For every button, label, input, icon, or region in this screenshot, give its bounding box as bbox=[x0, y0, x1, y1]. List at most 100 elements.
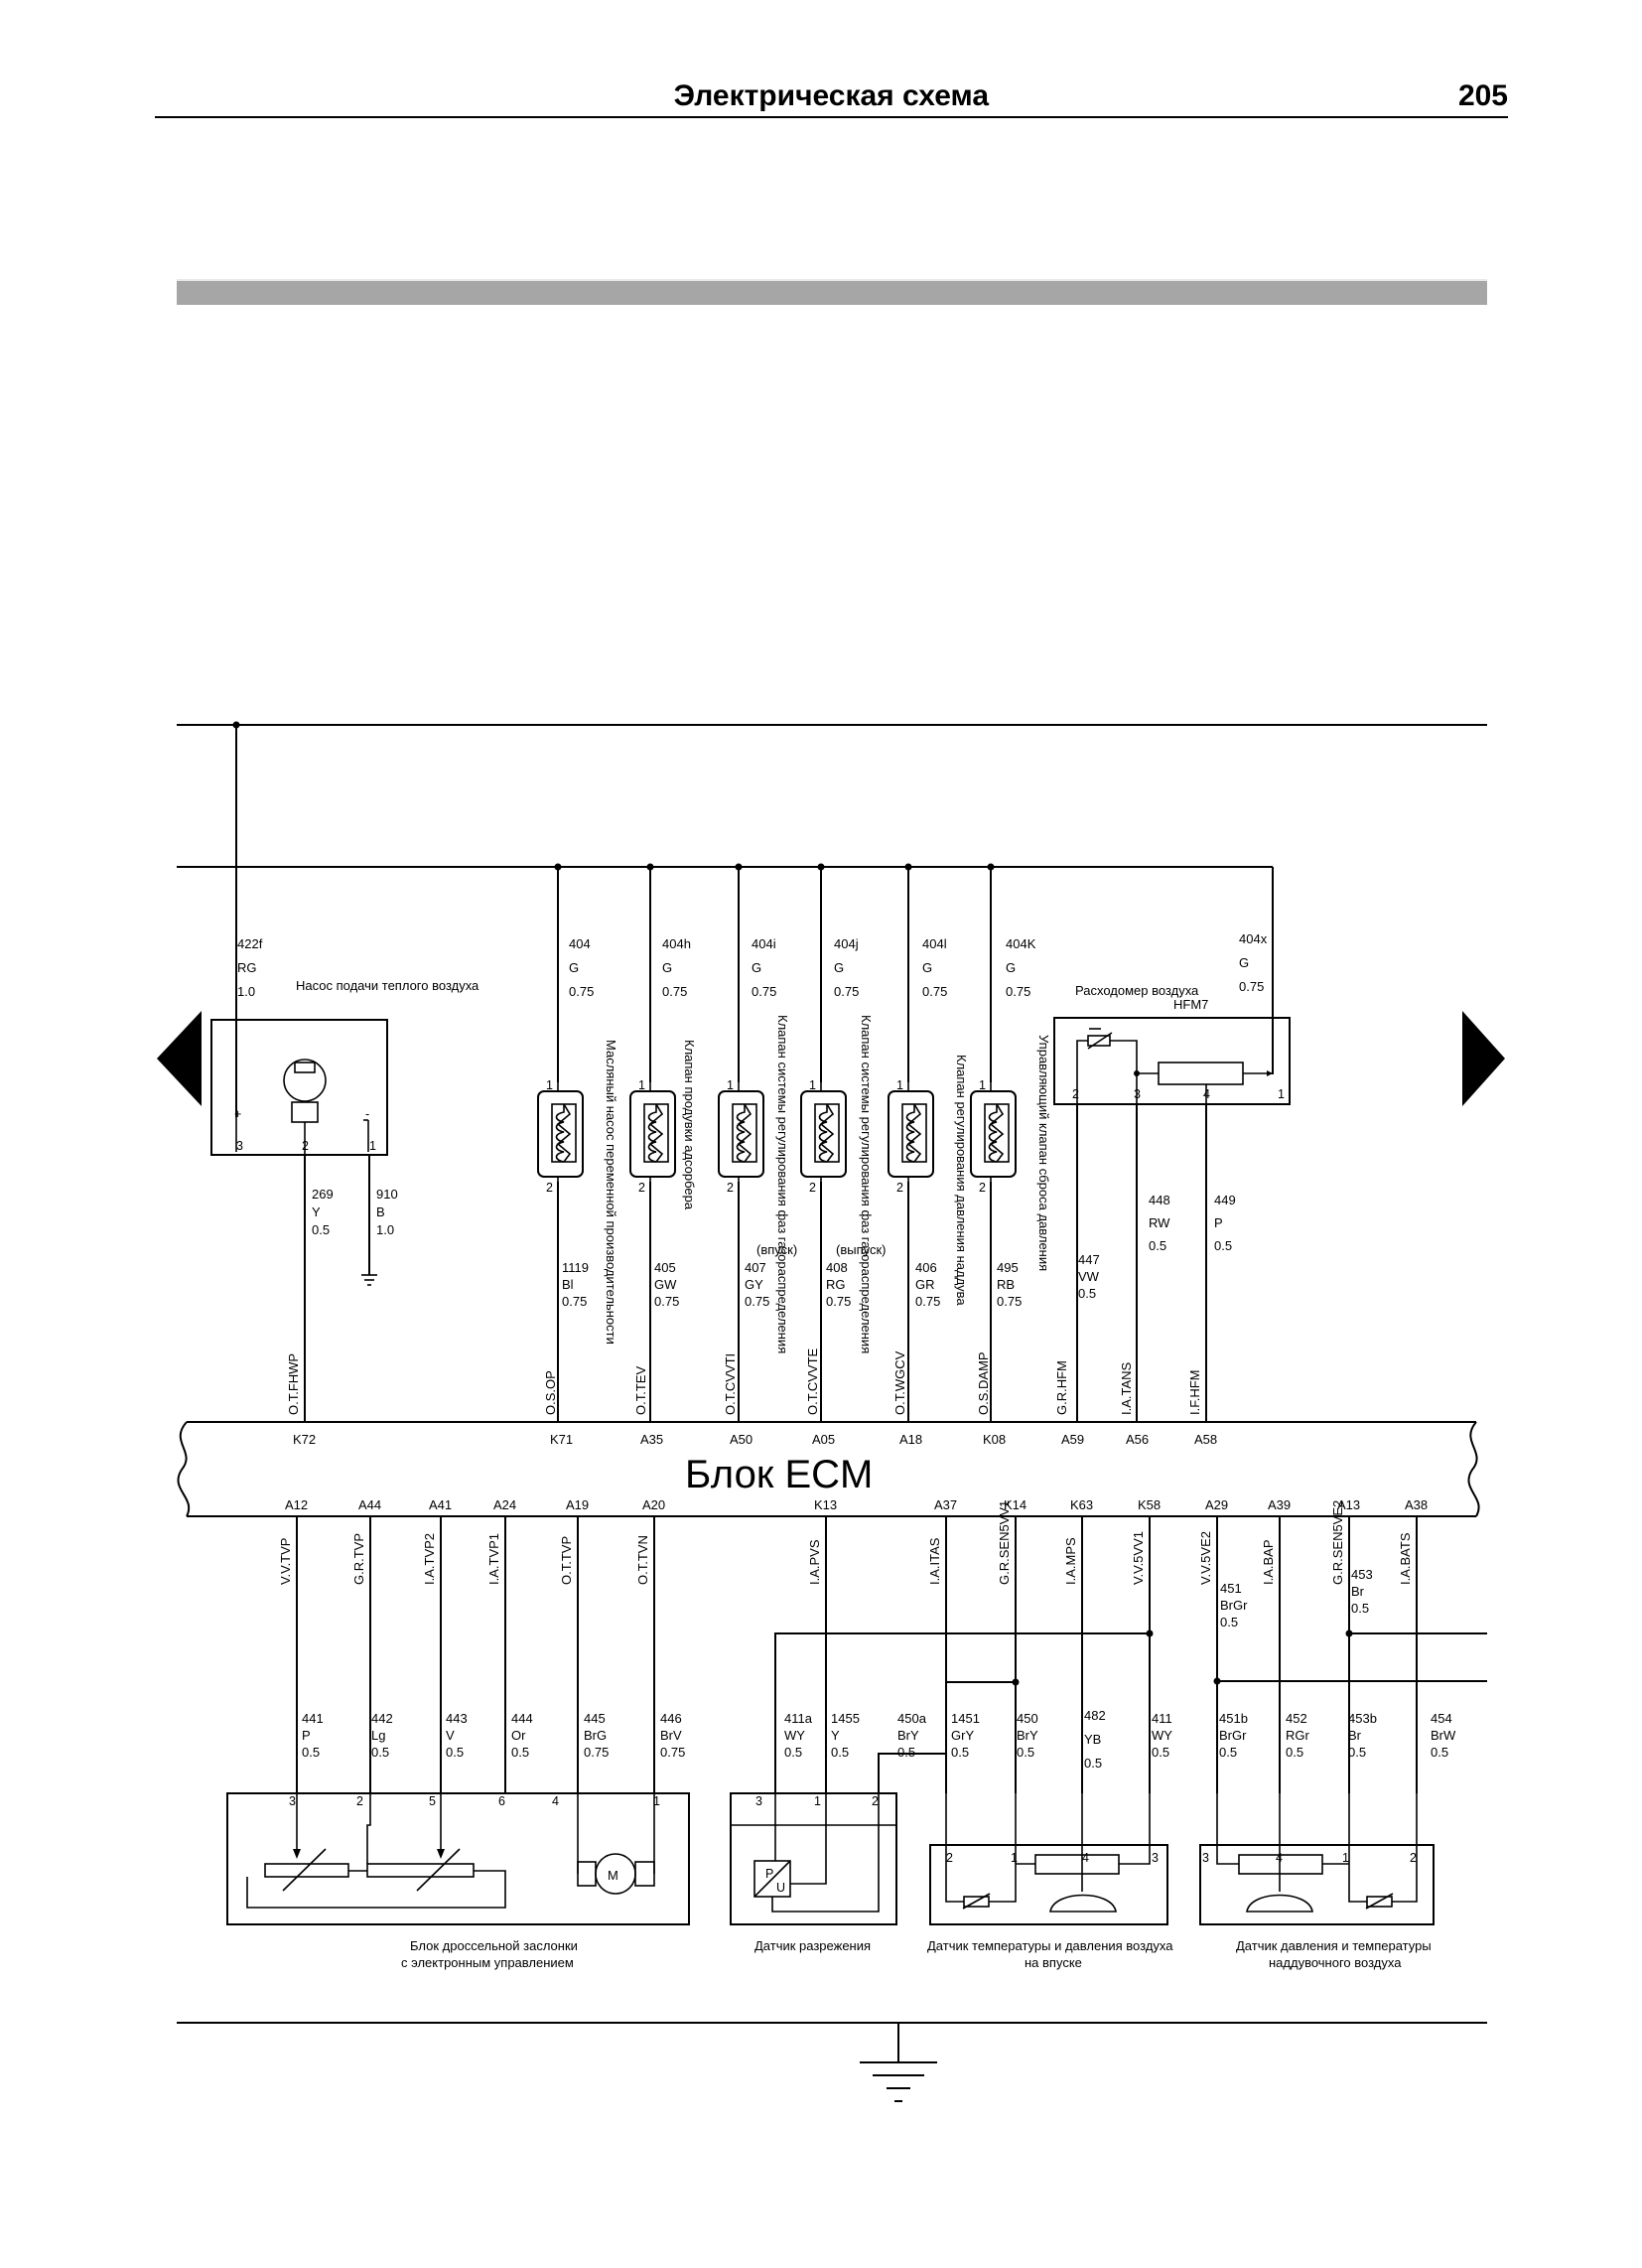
ecm-pin-label: A35 bbox=[640, 1432, 663, 1447]
ecm-signal-label: O.T.CVVTE bbox=[805, 1347, 820, 1415]
bt-pin-3: 3 bbox=[1202, 1851, 1209, 1865]
ecm-pin-label: A29 bbox=[1205, 1497, 1228, 1512]
nav-next-arrow-icon[interactable] bbox=[1462, 1011, 1505, 1106]
oil-pump-label: Масляный насос переменной производительн… bbox=[604, 1040, 618, 1345]
maf-pin-2: 2 bbox=[1072, 1087, 1079, 1101]
vacuum-sensor-label: Датчик разрежения bbox=[754, 1938, 871, 1953]
maf-sensor bbox=[1053, 1017, 1291, 1105]
wire-label: 408 bbox=[826, 1260, 848, 1275]
wire-label: 453b bbox=[1348, 1711, 1377, 1726]
wire-label: 0.75 bbox=[660, 1745, 685, 1760]
wire-label: 422f bbox=[237, 936, 263, 951]
solenoid-pin-1: 1 bbox=[727, 1078, 734, 1092]
ecm-pin-label: A37 bbox=[934, 1497, 957, 1512]
wire-label: 0.75 bbox=[752, 984, 776, 999]
wire-label: 269 bbox=[312, 1187, 334, 1202]
solenoid-pin-2: 2 bbox=[896, 1181, 903, 1195]
wire-label: Y bbox=[312, 1205, 321, 1219]
tb-pin-1: 1 bbox=[653, 1794, 660, 1808]
exhaust-note: (выпуск) bbox=[836, 1242, 887, 1257]
wire-label: 404x bbox=[1239, 931, 1268, 946]
wire-label: Or bbox=[511, 1728, 526, 1743]
wire-label: 450 bbox=[1017, 1711, 1038, 1726]
ecm-signal-label: O.T.TEV bbox=[633, 1366, 648, 1415]
wire-label: 405 bbox=[654, 1260, 676, 1275]
wire-label: G bbox=[834, 960, 844, 975]
wire-label: 0.75 bbox=[1239, 979, 1264, 994]
wire-label: 447 bbox=[1078, 1252, 1100, 1267]
page-title: Электрическая схема bbox=[674, 79, 990, 112]
wire-label: 0.75 bbox=[584, 1745, 609, 1760]
ecm-signal-label: O.S.OP bbox=[543, 1370, 558, 1415]
wire-label: 0.5 bbox=[1431, 1745, 1448, 1760]
ecm-signal-label: O.S.DAMP bbox=[976, 1351, 991, 1415]
ecm-pin-label: A19 bbox=[566, 1497, 589, 1512]
throttle-label-2: с электронным управлением bbox=[401, 1955, 574, 1970]
ecm-signal-label: I.F.HFM bbox=[1187, 1370, 1202, 1416]
wire-label: 451 bbox=[1220, 1581, 1242, 1596]
wire-label: BrY bbox=[897, 1728, 919, 1743]
wire-label: 441 bbox=[302, 1711, 324, 1726]
wire-label: 1.0 bbox=[376, 1222, 394, 1237]
throttle-label-1: Блок дроссельной заслонки bbox=[410, 1938, 578, 1953]
pump-plus-pin: + bbox=[234, 1107, 241, 1121]
wire-label: V bbox=[446, 1728, 455, 1743]
it-pin-4: 4 bbox=[1082, 1851, 1089, 1865]
ecm-signal-label: G.R.TVP bbox=[351, 1533, 366, 1585]
ecm-pin-label: A05 bbox=[812, 1432, 835, 1447]
wire-label: 0.5 bbox=[1078, 1286, 1096, 1301]
solenoid-icon: 12 bbox=[888, 1078, 934, 1195]
wire-label: Bl bbox=[562, 1277, 574, 1292]
ecm-pin-label: A13 bbox=[1337, 1497, 1360, 1512]
wire-label: 0.5 bbox=[511, 1745, 529, 1760]
ecm-block bbox=[177, 1421, 1480, 1517]
wire-label: BrW bbox=[1431, 1728, 1456, 1743]
ecm-label: Блок ECM bbox=[685, 1453, 873, 1496]
wire-label: 1119 bbox=[562, 1260, 589, 1275]
wire-label: Br bbox=[1351, 1584, 1365, 1599]
wire-label: B bbox=[376, 1205, 385, 1219]
bt-pin-4: 4 bbox=[1276, 1851, 1283, 1865]
boost-tp-label-1: Датчик давления и температуры bbox=[1236, 1938, 1432, 1953]
wire-label: BrV bbox=[660, 1728, 682, 1743]
wire-label: 0.75 bbox=[915, 1294, 940, 1309]
wire-label: 0.5 bbox=[312, 1222, 330, 1237]
ecm-pin-label: K58 bbox=[1138, 1497, 1161, 1512]
wire-label: 0.5 bbox=[1152, 1745, 1169, 1760]
intake-note: (впуск) bbox=[756, 1242, 797, 1257]
wire-label: P bbox=[302, 1728, 311, 1743]
svg-text:M: M bbox=[608, 1868, 618, 1883]
solenoid-pin-1: 1 bbox=[809, 1078, 816, 1092]
vs-pin-1: 1 bbox=[814, 1794, 821, 1808]
wire-label: 482 bbox=[1084, 1708, 1106, 1723]
maf-pin-3: 3 bbox=[1134, 1087, 1141, 1101]
ecm-pin-label: A44 bbox=[358, 1497, 381, 1512]
intake-tp-sensor bbox=[929, 1793, 1168, 1925]
wire-label: 0.75 bbox=[826, 1294, 851, 1309]
warm-air-pump bbox=[210, 1019, 388, 1156]
wire-label: 495 bbox=[997, 1260, 1019, 1275]
throttle-body: M bbox=[226, 1792, 690, 1925]
wire-label: BrY bbox=[1017, 1728, 1038, 1743]
solenoid-icon: 12 bbox=[800, 1078, 847, 1195]
ground-icon bbox=[361, 1274, 377, 1286]
wire-label: 404l bbox=[922, 936, 947, 951]
nav-prev-arrow-icon[interactable] bbox=[157, 1011, 202, 1106]
tb-pin-5: 5 bbox=[429, 1794, 436, 1808]
ecm-pin-label: A38 bbox=[1405, 1497, 1428, 1512]
ecm-pin-label: K13 bbox=[814, 1497, 837, 1512]
wire-label: 0.5 bbox=[1351, 1601, 1369, 1616]
wire-label: 411a bbox=[784, 1711, 813, 1726]
wire-label: 0.5 bbox=[1286, 1745, 1303, 1760]
wire-label: 0.75 bbox=[997, 1294, 1022, 1309]
wire-label: 0.5 bbox=[1017, 1745, 1034, 1760]
wire-label: G bbox=[662, 960, 672, 975]
vvt-intake-label: Клапан системы регулирования фаз газорас… bbox=[775, 1015, 790, 1353]
ecm-pin-label: A59 bbox=[1061, 1432, 1084, 1447]
solenoid-pin-1: 1 bbox=[896, 1078, 903, 1092]
wire-label: P bbox=[1214, 1215, 1223, 1230]
wire-label: 406 bbox=[915, 1260, 937, 1275]
wire-label: 407 bbox=[745, 1260, 766, 1275]
wire-labels: 422fRG1.0404G0.75404hG0.75404iG0.75404jG… bbox=[237, 931, 1456, 1771]
